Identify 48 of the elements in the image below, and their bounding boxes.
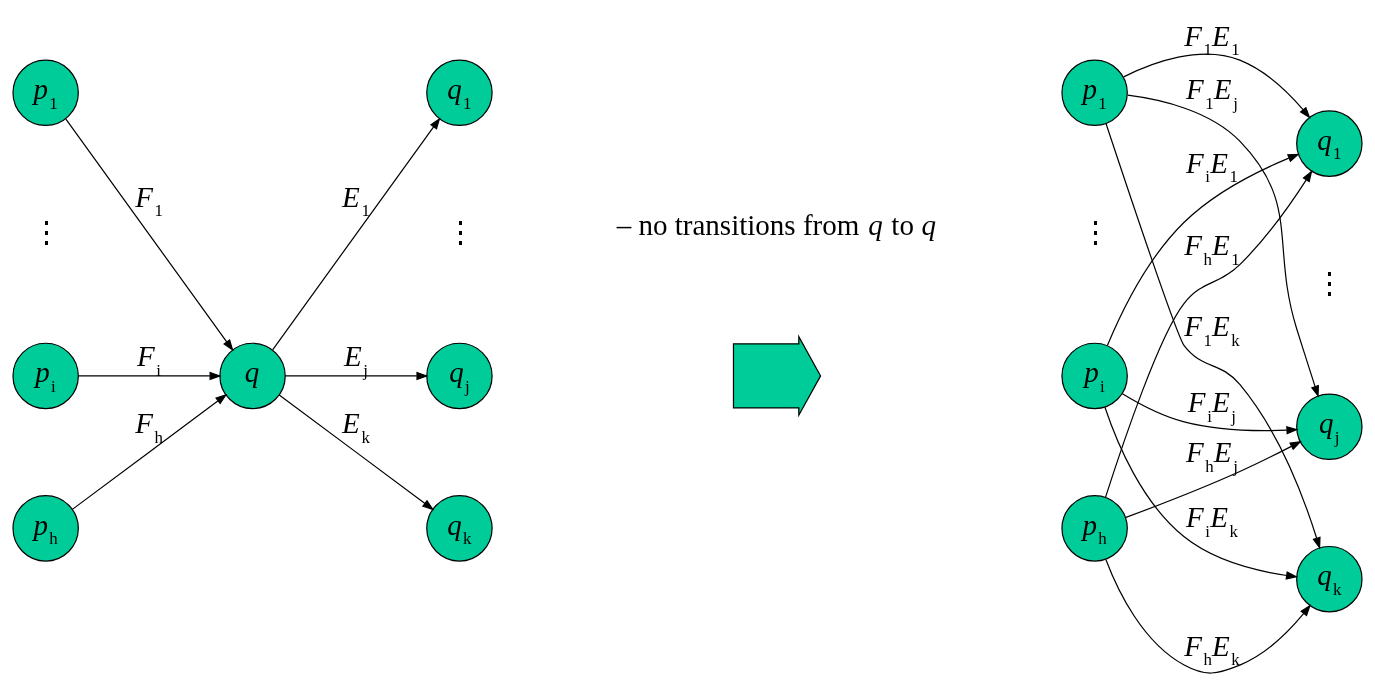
arrow bbox=[284, 371, 429, 380]
arrow bbox=[1105, 122, 1321, 549]
node-circle: p$_{1}$ bbox=[12, 59, 79, 126]
label: ⋮ bbox=[1080, 215, 1110, 248]
node-circle: q$_{k}$ bbox=[1296, 545, 1363, 612]
node-circle: q$_{j}$ bbox=[426, 342, 493, 409]
edge-label: E$_{k}$ bbox=[342, 406, 370, 447]
node-circle: p$_{i}$ bbox=[12, 342, 79, 409]
node-circle: p$_{h}$ bbox=[1061, 494, 1128, 562]
label: ⋮ bbox=[31, 215, 61, 248]
arrow bbox=[1121, 392, 1299, 434]
node-circle: p$_{h}$ bbox=[12, 494, 79, 562]
edge-label: E$_{j}$ bbox=[343, 339, 368, 380]
label: – no transitions from q to q bbox=[616, 208, 937, 241]
arrow bbox=[272, 116, 441, 350]
edge-label: F$_{1}$E$_{j}$ bbox=[1185, 72, 1238, 113]
node-arrow bbox=[732, 333, 822, 418]
arrow bbox=[1105, 558, 1312, 674]
edge-label: E$_{1}$ bbox=[342, 180, 370, 220]
node-circle: q$_{j}$ bbox=[1296, 392, 1363, 460]
arrow bbox=[278, 393, 435, 510]
arrow bbox=[71, 393, 228, 510]
arrow bbox=[1104, 405, 1299, 580]
node-circle: q$_{1}$ bbox=[1296, 109, 1363, 177]
edge-label: F$_{h}$ bbox=[135, 406, 164, 447]
node-circle: p$_{i}$ bbox=[1061, 342, 1128, 409]
arrow bbox=[77, 371, 222, 380]
arrow bbox=[1125, 440, 1302, 518]
edge-label: F$_{1}$ bbox=[135, 180, 164, 220]
arrow bbox=[65, 117, 234, 351]
label: ⋮ bbox=[1315, 266, 1345, 299]
edge-label: F$_{i}$ bbox=[137, 339, 162, 380]
node-circle: p$_{1}$ bbox=[1061, 59, 1128, 126]
arrow bbox=[1104, 169, 1313, 498]
arrow bbox=[1127, 94, 1319, 398]
arrow bbox=[1123, 53, 1311, 119]
node-circle: q$_{k}$ bbox=[426, 494, 493, 562]
edge-label: F$_{h}$E$_{j}$ bbox=[1185, 435, 1238, 476]
arrow bbox=[1106, 153, 1300, 346]
edge-label: F$_{i}$E$_{j}$ bbox=[1187, 385, 1237, 426]
node-circle: q bbox=[219, 342, 286, 409]
node-circle: q$_{1}$ bbox=[426, 59, 493, 126]
label: ⋮ bbox=[445, 215, 475, 248]
edge-label: F$_{1}$E$_{k}$ bbox=[1184, 309, 1240, 350]
edge-label: F$_{h}$E$_{1}$ bbox=[1184, 228, 1240, 269]
edge-label: F$_{i}$E$_{k}$ bbox=[1185, 500, 1238, 541]
edge-label: F$_{h}$E$_{k}$ bbox=[1184, 629, 1240, 669]
edge-label: F$_{i}$E$_{1}$ bbox=[1185, 146, 1238, 186]
